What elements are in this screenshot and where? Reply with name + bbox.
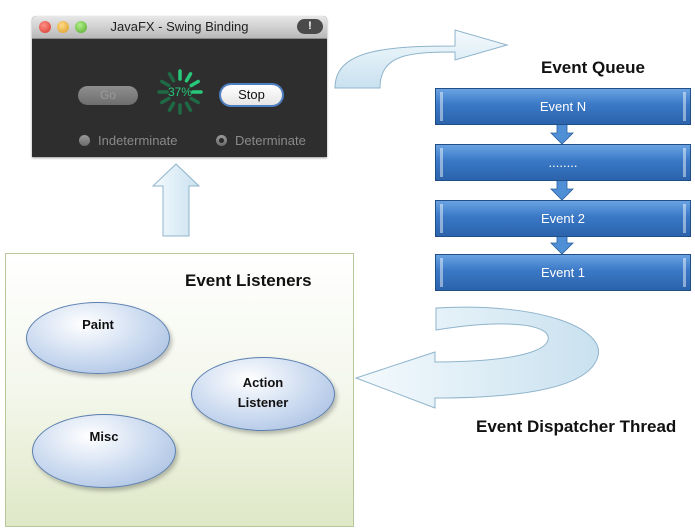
spinner-segment	[167, 101, 176, 112]
queue-arrow-1	[550, 123, 574, 145]
misc-listener-label: Misc	[89, 429, 119, 444]
paint-listener-label: Paint	[82, 317, 114, 332]
arrow-queue-to-listeners	[354, 306, 600, 409]
event-listeners-title: Event Listeners	[185, 271, 312, 290]
window-titlebar: JavaFX - Swing Binding !	[32, 16, 327, 39]
queue-arrow-3	[550, 233, 574, 255]
queue-item-ellipsis: ........	[435, 144, 691, 181]
action-listener-line1: Action	[242, 375, 284, 390]
radio-determinate-label: Determinate	[235, 133, 306, 148]
queue-item-event-n: Event N	[435, 88, 691, 125]
queue-item-event-1: Event 1	[435, 254, 691, 291]
queue-arrow-2	[550, 179, 574, 201]
progress-spinner-icon	[157, 69, 203, 115]
queue-item-event-2: Event 2	[435, 200, 691, 237]
radio-indeterminate-label: Indeterminate	[98, 133, 178, 148]
action-listener-oval: Action Listener	[191, 357, 335, 431]
radio-determinate[interactable]	[216, 135, 227, 146]
arrow-window-to-queue	[334, 29, 509, 89]
arrow-listeners-to-window	[151, 163, 201, 237]
spinner-segment	[189, 79, 200, 88]
minimize-window-button[interactable]	[57, 21, 69, 33]
javafx-window: JavaFX - Swing Binding ! Go 37% Stop Ind…	[32, 16, 327, 157]
close-window-button[interactable]	[39, 21, 51, 33]
spinner-segment	[184, 72, 193, 83]
action-listener-line2: Listener	[237, 395, 289, 410]
spinner-segment	[189, 96, 200, 105]
warning-icon[interactable]: !	[297, 19, 323, 34]
window-title: JavaFX - Swing Binding	[110, 19, 249, 34]
misc-listener-oval: Misc	[32, 414, 176, 488]
go-button[interactable]: Go	[78, 86, 138, 105]
spinner-segment	[167, 72, 176, 83]
paint-listener-oval: Paint	[26, 302, 170, 374]
progress-percent: 37%	[167, 85, 193, 99]
spinner-segment	[184, 101, 193, 112]
spinner-segment	[160, 96, 171, 105]
event-queue-title: Event Queue	[541, 58, 645, 77]
stop-button[interactable]: Stop	[221, 85, 282, 105]
radio-selected-dot	[219, 138, 224, 143]
zoom-window-button[interactable]	[75, 21, 87, 33]
event-dispatcher-thread-label: Event Dispatcher Thread	[476, 417, 677, 436]
spinner-segment	[160, 79, 171, 88]
radio-indeterminate[interactable]	[79, 135, 90, 146]
